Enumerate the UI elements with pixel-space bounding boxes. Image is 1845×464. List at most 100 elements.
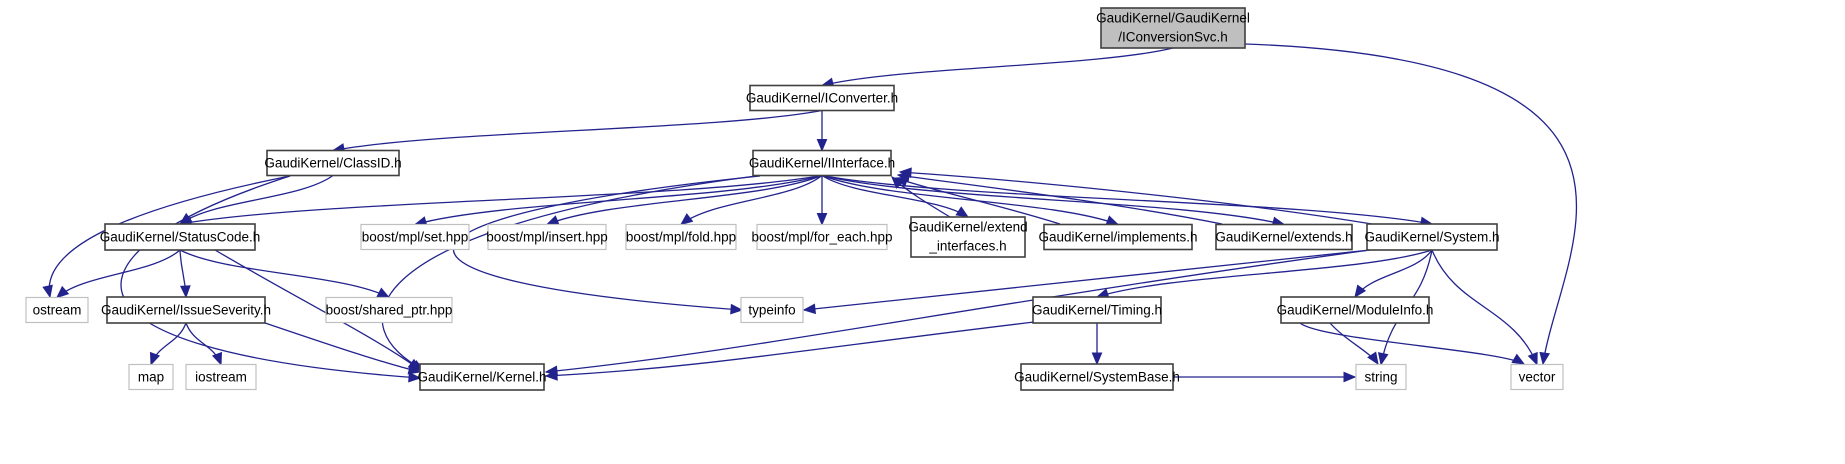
arrowhead-icon xyxy=(1377,352,1389,366)
node-box[interactable] xyxy=(625,223,737,251)
edge-issueseverity-to-kernel xyxy=(264,322,421,373)
node-box[interactable] xyxy=(1020,363,1174,391)
graph-node-mplfold[interactable]: boost/mpl/fold.hpp xyxy=(625,223,737,251)
graph-node-sharedptr[interactable]: boost/shared_ptr.hpp xyxy=(325,296,453,324)
node-box[interactable] xyxy=(487,223,607,251)
node-label: GaudiKernel/ModuleInfo.h xyxy=(1277,303,1434,318)
arrowhead-icon xyxy=(211,351,223,366)
edge-iinterface-to-system xyxy=(821,174,1433,225)
graph-node-extends[interactable]: GaudiKernel/extends.h xyxy=(1215,223,1353,251)
node-box[interactable] xyxy=(1280,296,1430,324)
node-box[interactable] xyxy=(740,296,804,324)
edge-iinterface-to-statuscode xyxy=(179,174,823,225)
graph-node-statuscode[interactable]: GaudiKernel/StatusCode.h xyxy=(100,223,261,251)
graph-node-systembase[interactable]: GaudiKernel/SystemBase.h xyxy=(1014,363,1180,391)
graph-node-iinterface[interactable]: GaudiKernel/IInterface.h xyxy=(749,149,895,177)
graph-node-kernel[interactable]: GaudiKernel/Kernel.h xyxy=(417,363,547,391)
arrowhead-icon xyxy=(802,303,816,315)
node-box[interactable] xyxy=(1510,363,1564,391)
arrowhead-icon xyxy=(1367,351,1379,366)
node-box[interactable] xyxy=(104,223,256,251)
node-box[interactable] xyxy=(325,296,453,324)
node-label: boost/mpl/set.hpp xyxy=(362,230,469,245)
edge-iinterface-to-implements xyxy=(821,174,1119,226)
graph-node-mplforeach[interactable]: boost/mpl/for_each.hpp xyxy=(751,223,893,251)
arrowhead-icon xyxy=(376,287,391,299)
node-label: boost/mpl/fold.hpp xyxy=(626,230,736,245)
node-label: iostream xyxy=(195,370,247,385)
graph-node-mplset[interactable]: boost/mpl/set.hpp xyxy=(360,223,470,251)
edge-classid-to-ostream xyxy=(48,175,291,298)
node-label-line2: /IConversionSvc.h xyxy=(1118,30,1228,45)
edge-moduleinfo-to-vector xyxy=(1299,322,1525,365)
node-label: GaudiKernel/extends.h xyxy=(1215,230,1352,245)
node-box[interactable] xyxy=(756,223,888,251)
edge-extends-to-iinterface xyxy=(897,174,1223,225)
graph-node-iostream[interactable]: iostream xyxy=(185,363,257,391)
node-box[interactable] xyxy=(128,363,174,391)
node-box[interactable] xyxy=(419,363,545,391)
node-label: GaudiKernel/SystemBase.h xyxy=(1014,370,1180,385)
graph-node-typeinfo[interactable]: typeinfo xyxy=(740,296,804,324)
graph-node-implements[interactable]: GaudiKernel/implements.h xyxy=(1038,223,1198,251)
edge-iconverter-to-classid xyxy=(332,109,823,152)
node-box[interactable] xyxy=(910,216,1026,258)
graph-node-extendinterfaces[interactable]: GaudiKernel/extend_interfaces.h xyxy=(908,216,1028,258)
arrowhead-icon xyxy=(545,215,560,226)
edge-iconversionsvc-to-iconverter xyxy=(821,47,1174,87)
arrowhead-icon xyxy=(544,370,558,381)
arrowhead-icon xyxy=(56,285,70,299)
arrowhead-icon xyxy=(1105,215,1120,226)
node-box[interactable] xyxy=(25,296,89,324)
node-label: vector xyxy=(1519,370,1556,385)
node-box[interactable] xyxy=(749,84,895,112)
edge-system-to-typeinfo xyxy=(803,249,1371,311)
node-box[interactable] xyxy=(1043,223,1193,251)
node-label-line1: GaudiKernel/GaudiKernel xyxy=(1096,11,1250,26)
arrowhead-icon xyxy=(816,139,828,152)
edge-classid-to-statuscode xyxy=(179,174,334,225)
graph-node-map[interactable]: map xyxy=(128,363,174,391)
graph-node-system[interactable]: GaudiKernel/System.h xyxy=(1364,223,1500,251)
node-box[interactable] xyxy=(360,223,470,251)
node-label: GaudiKernel/Timing.h xyxy=(1032,303,1162,318)
arrowhead-icon xyxy=(1539,351,1551,366)
edge-system-to-vector xyxy=(1431,249,1538,365)
graph-node-vector[interactable]: vector xyxy=(1510,363,1564,391)
node-box[interactable] xyxy=(1032,296,1162,324)
graph-node-string[interactable]: string xyxy=(1355,363,1407,391)
graph-node-classid[interactable]: GaudiKernel/ClassID.h xyxy=(264,149,402,177)
edge-statuscode-to-sharedptr xyxy=(179,249,390,299)
node-label: GaudiKernel/ClassID.h xyxy=(264,156,401,171)
arrowhead-icon xyxy=(730,303,744,315)
arrowhead-icon xyxy=(816,213,828,226)
arrowhead-icon xyxy=(1091,352,1103,366)
node-box[interactable] xyxy=(1366,223,1498,251)
graph-node-timing[interactable]: GaudiKernel/Timing.h xyxy=(1032,296,1162,324)
node-box[interactable] xyxy=(185,363,257,391)
arrowhead-icon xyxy=(1354,284,1367,299)
graph-node-ostream[interactable]: ostream xyxy=(25,296,89,324)
graph-node-iconversionsvc[interactable]: GaudiKernel/GaudiKernel/IConversionSvc.h xyxy=(1096,7,1250,49)
node-box[interactable] xyxy=(752,149,892,177)
node-label-line1: GaudiKernel/extend xyxy=(908,220,1027,235)
graph-node-mplinsert[interactable]: boost/mpl/insert.hpp xyxy=(486,223,608,251)
arrowhead-icon xyxy=(1343,371,1357,383)
node-box[interactable] xyxy=(1355,363,1407,391)
edge-iinterface-to-mplfold xyxy=(680,174,823,226)
node-label: ostream xyxy=(33,303,82,318)
graph-node-issueseverity[interactable]: GaudiKernel/IssueSeverity.h xyxy=(101,296,271,324)
node-box[interactable] xyxy=(1100,7,1246,49)
node-box[interactable] xyxy=(266,149,400,177)
arrowhead-icon xyxy=(179,285,191,299)
graph-node-moduleinfo[interactable]: GaudiKernel/ModuleInfo.h xyxy=(1277,296,1434,324)
edge-iinterface-to-extendinterfaces xyxy=(821,174,969,218)
node-box[interactable] xyxy=(106,296,266,324)
graph-node-iconverter[interactable]: GaudiKernel/IConverter.h xyxy=(746,84,898,112)
node-box[interactable] xyxy=(1215,223,1353,251)
node-layer: GaudiKernel/GaudiKernel/IConversionSvc.h… xyxy=(25,7,1564,391)
node-label: GaudiKernel/Kernel.h xyxy=(417,370,546,385)
arrowhead-icon xyxy=(679,213,694,226)
